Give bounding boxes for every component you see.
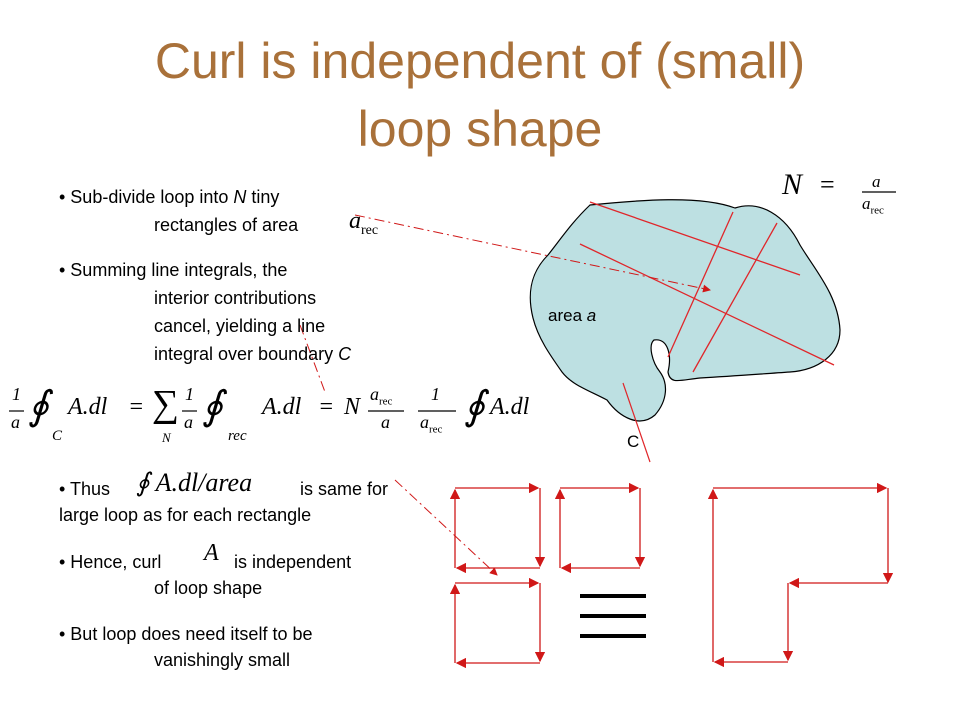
- small-rectangle-2: [554, 482, 646, 574]
- equivalence-symbol: [580, 594, 646, 638]
- curl-a-symbol: A: [204, 540, 219, 566]
- pointer-a-rec-to-cell: [354, 214, 711, 293]
- combined-l-loop: [707, 482, 894, 668]
- bullet-thus-line-2: large loop as for each rectangle: [59, 505, 312, 525]
- bullet-summing-line-2: interior contributions: [154, 288, 317, 308]
- n-equation-lhs: N: [782, 168, 803, 201]
- bullet-hence-line-2: of loop shape: [154, 578, 263, 598]
- bullet-subdivide-line-1: • Sub-divide loop into N tiny: [59, 187, 280, 207]
- loop-area-blob: [529, 199, 841, 422]
- pointer-to-small-rects: [394, 479, 498, 576]
- small-rectangle-3: [449, 577, 546, 669]
- n-equation-denominator: arec: [862, 194, 884, 217]
- boundary-c-label: C: [627, 432, 640, 451]
- slide-title-line-1: Curl is independent of (small): [154, 33, 806, 89]
- n-equation-equals: =: [820, 170, 835, 199]
- bullet-small-line-2: vanishingly small: [154, 650, 291, 670]
- bullet-summing-line-1: • Summing line integrals, the: [59, 260, 288, 280]
- grid-line-1: [589, 201, 801, 276]
- bullet-summing-line-4: integral over boundary C: [154, 344, 352, 364]
- bullet-hence-line-1-pre: • Hence, curl: [59, 552, 162, 572]
- slide-title-line-2: loop shape: [357, 101, 603, 157]
- bullet-hence-line-1-post: is independent: [234, 552, 352, 572]
- grid-line-3: [667, 211, 734, 358]
- bullet-thus-line-1-post: is same for: [300, 479, 389, 499]
- thus-expression: ∮ A.dl/area: [136, 468, 253, 497]
- n-equation-numerator: a: [872, 172, 881, 191]
- boundary-pointer-line: [622, 382, 651, 463]
- bullet-thus-line-1-pre: • Thus: [59, 479, 110, 499]
- bullet-small-line-1: • But loop does need itself to be: [59, 624, 313, 644]
- grid-line-2: [579, 243, 835, 366]
- area-label: area a: [548, 306, 597, 325]
- grid-line-4: [692, 222, 778, 373]
- bullet-summing-line-3: cancel, yielding a line: [154, 316, 326, 336]
- small-rectangle-1: [449, 482, 546, 574]
- bullet-subdivide-line-2: rectangles of area: [154, 215, 299, 235]
- a-rec-symbol: arec: [349, 208, 379, 238]
- pointer-from-text: [299, 324, 326, 393]
